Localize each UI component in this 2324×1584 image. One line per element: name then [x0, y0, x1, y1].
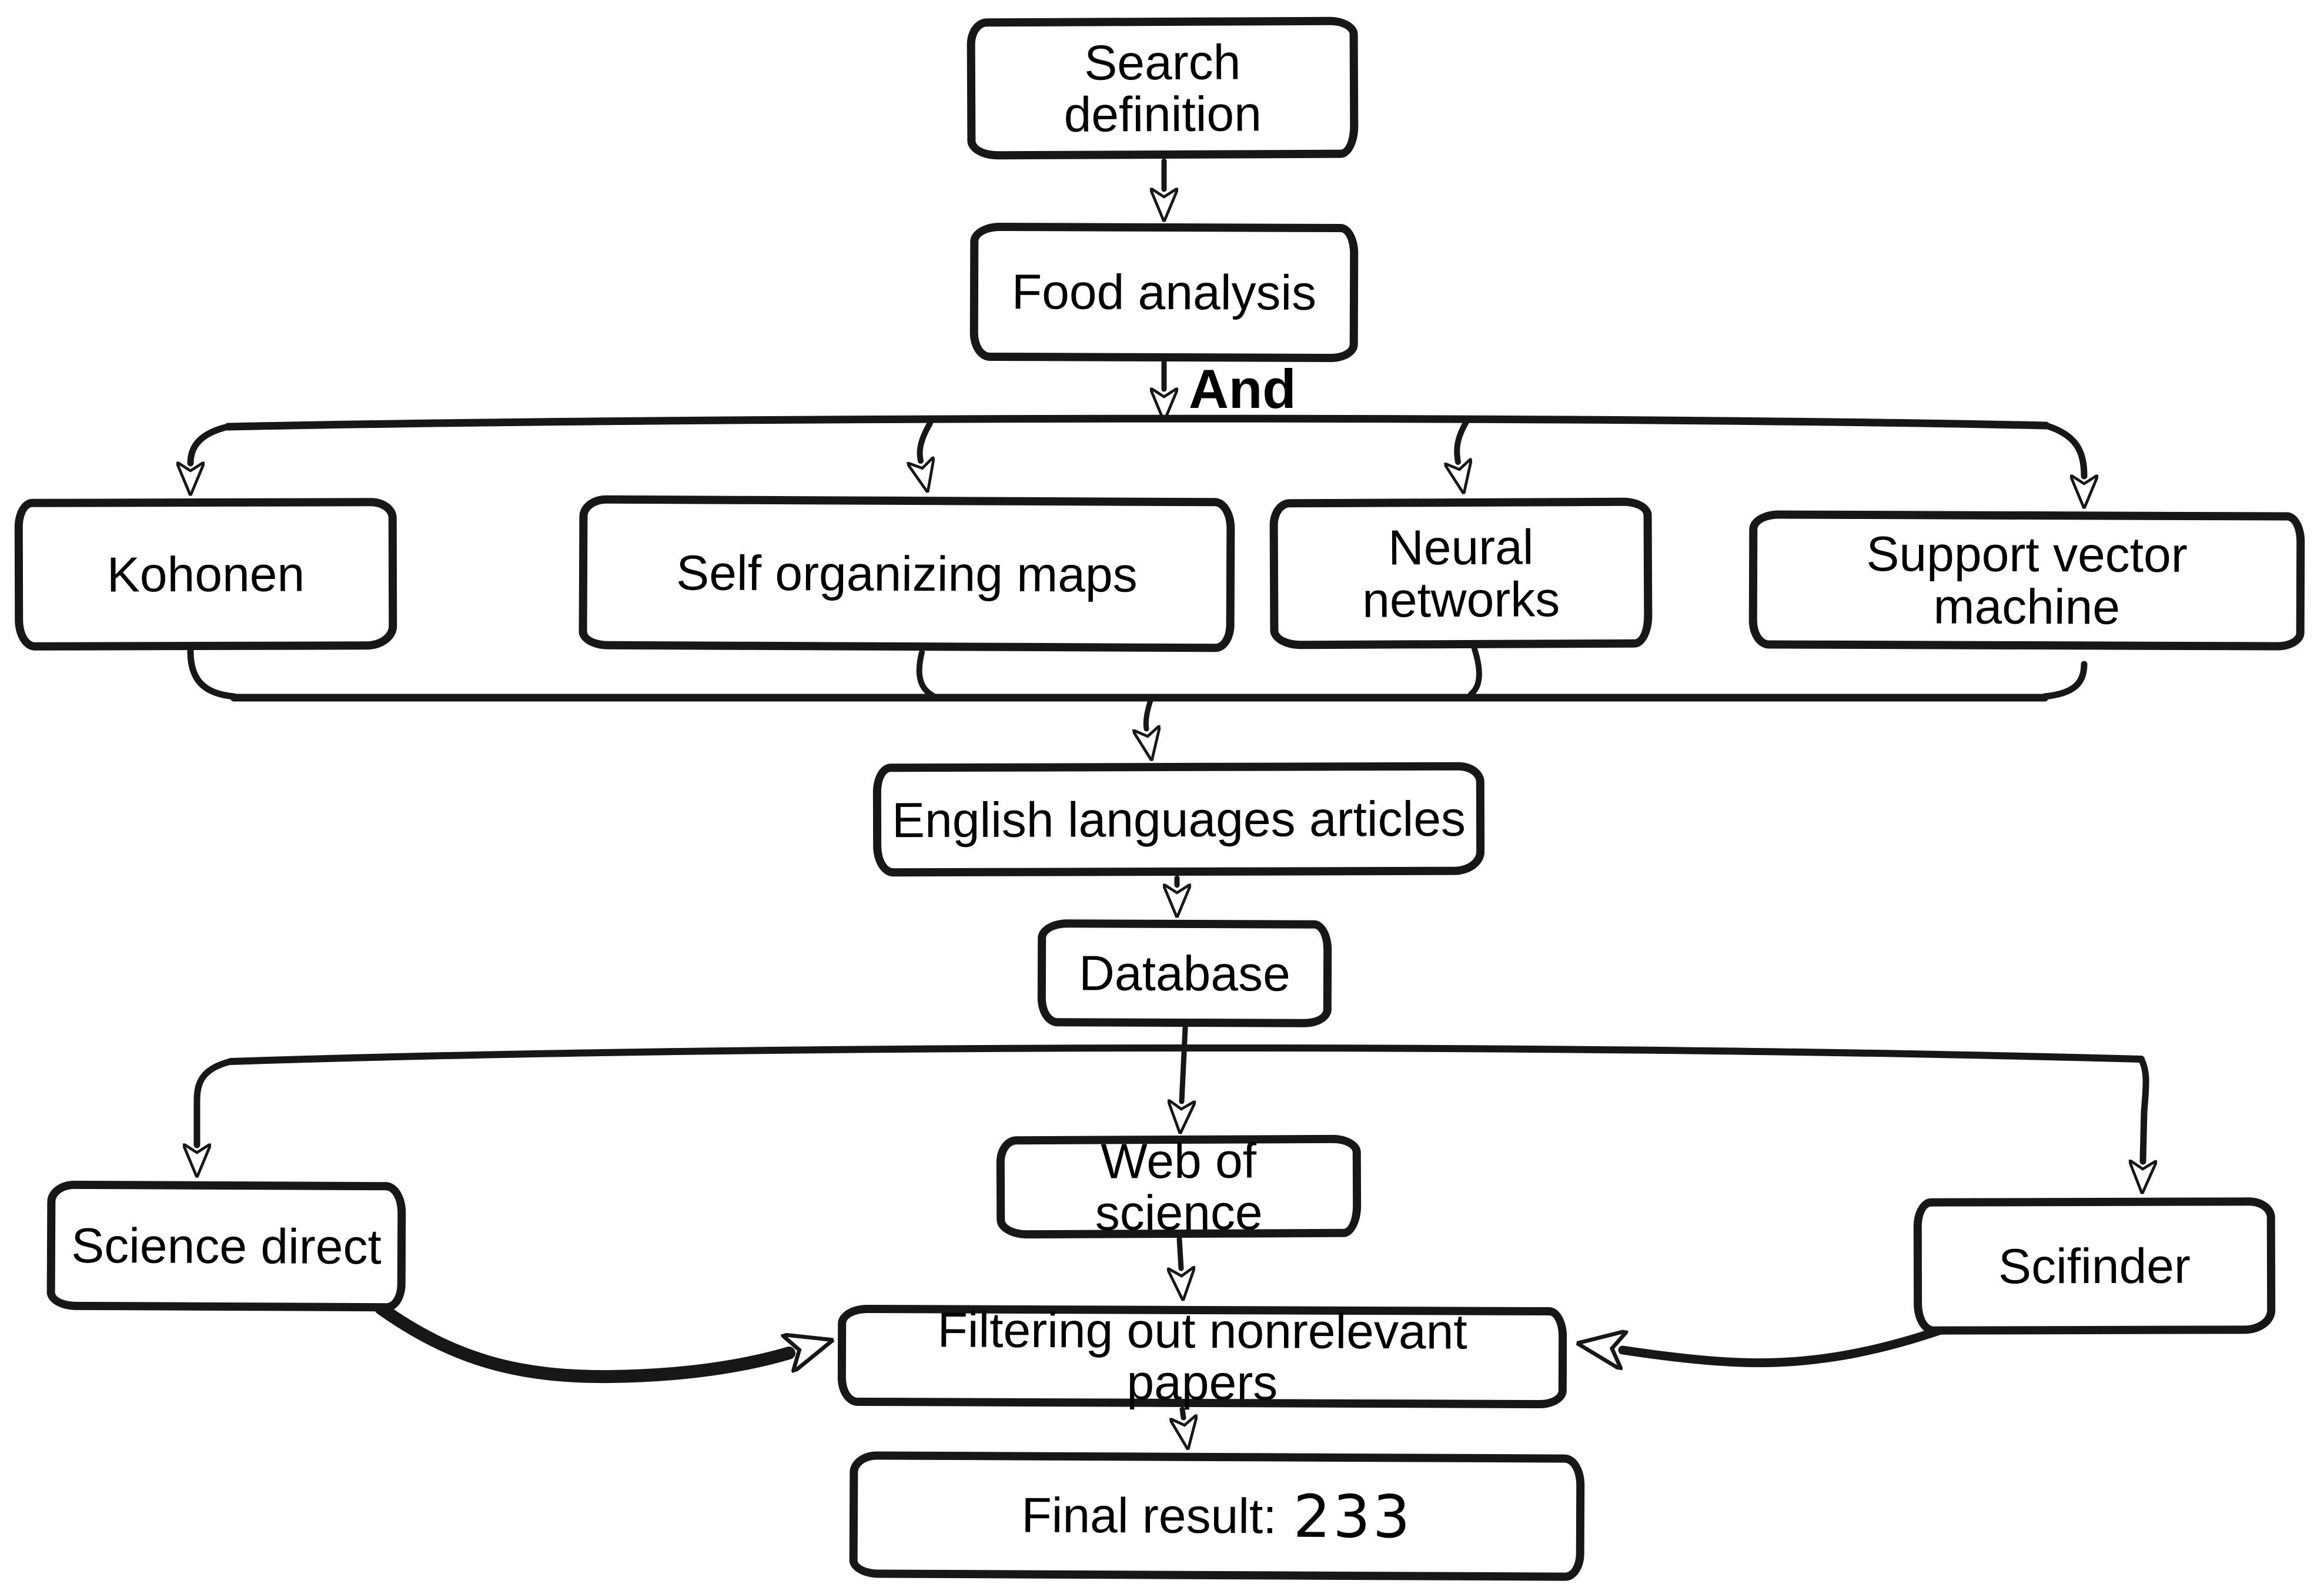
- node-label: Scifinder: [1998, 1238, 2191, 1294]
- edge-database-to-wos: [1182, 1025, 1185, 1101]
- node-label: Search definition: [1064, 34, 1262, 142]
- node-self-organizing-maps: Self organizing maps: [579, 495, 1235, 652]
- final-result-label: Final result:: [1021, 1487, 1277, 1544]
- edge-nn-to-rail: [1468, 646, 1482, 697]
- edge-filtering-to-final: [1182, 1406, 1183, 1418]
- node-label: Self organizing maps: [676, 545, 1138, 602]
- and-operator-label: And: [1189, 358, 1296, 420]
- edge-branch-to-nn: [1457, 419, 1466, 462]
- node-label: Web of science: [1095, 1133, 1263, 1241]
- node-food-analysis: Food analysis: [969, 222, 1359, 363]
- node-database: Database: [1037, 919, 1332, 1027]
- node-final-result: Final result: 233: [849, 1451, 1585, 1581]
- edge-sciencedirect-to-filtering: [374, 1302, 789, 1384]
- edge-branch-to-som: [920, 420, 930, 461]
- node-web-of-science: Web of science: [996, 1133, 1362, 1241]
- node-filtering: Filtering out nonrelevant papers: [837, 1302, 1567, 1411]
- edge-svm-to-rail: [2041, 661, 2088, 700]
- edge-scifinder-to-filtering: [1623, 1325, 1947, 1363]
- node-label: Filtering out nonrelevant papers: [937, 1302, 1467, 1411]
- edge-wos-to-filtering: [1179, 1236, 1181, 1268]
- edge-rail-to-sciencedirect: [197, 1058, 234, 1145]
- node-support-vector-machine: Support vector machine: [1748, 510, 2305, 651]
- node-neural-networks: Neural networks: [1269, 497, 1653, 649]
- node-science-direct: Science direct: [46, 1180, 406, 1312]
- node-english-languages-articles: English languages articles: [872, 762, 1485, 877]
- node-search-definition: Search definition: [967, 16, 1359, 160]
- edge-rail-to-english: [1146, 696, 1151, 729]
- node-label: Kohonen: [106, 546, 305, 602]
- branch-rail-database: [227, 1044, 2145, 1065]
- edge-branch-to-svm: [2042, 422, 2084, 476]
- edge-kohonen-to-rail: [187, 648, 238, 700]
- node-label: Science direct: [71, 1217, 382, 1275]
- node-label: Support vector machine: [1866, 526, 2188, 635]
- node-scifinder: Scifinder: [1913, 1197, 2276, 1335]
- node-kohonen: Kohonen: [14, 498, 397, 651]
- final-result-value: 233: [1293, 1482, 1413, 1552]
- node-label: English languages articles: [891, 791, 1466, 848]
- branch-rail-top: [224, 414, 2050, 431]
- node-label: Database: [1079, 945, 1290, 1002]
- node-label: Food analysis: [1011, 264, 1317, 321]
- edge-som-to-rail: [916, 649, 935, 698]
- edge-branch-to-kohonen: [190, 423, 232, 463]
- edge-rail-to-scifinder: [2141, 1056, 2146, 1161]
- node-label: Neural networks: [1362, 519, 1560, 628]
